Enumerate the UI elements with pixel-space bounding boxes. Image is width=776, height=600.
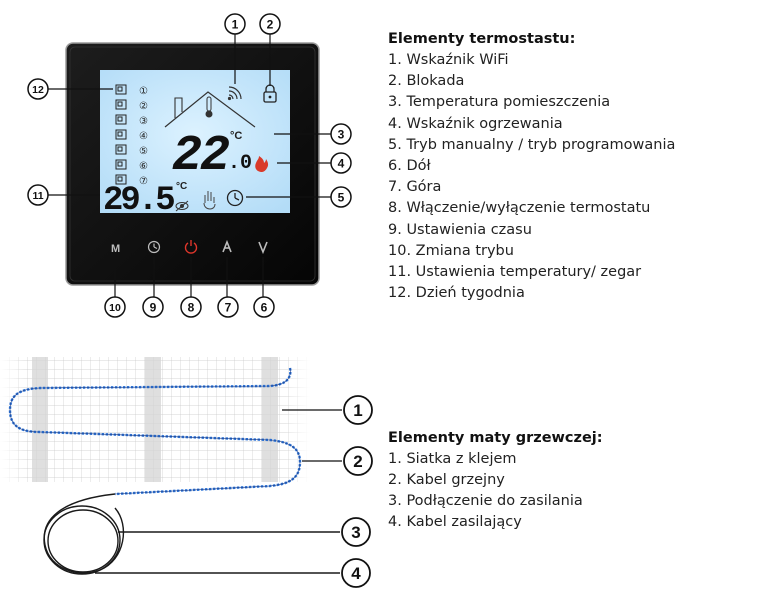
legend-item: 1. Siatka z klejem bbox=[388, 451, 517, 467]
day-numbers: ① ② ③ ④ ⑤ ⑥ ⑦ bbox=[139, 86, 148, 187]
callout-label: 3 bbox=[338, 128, 345, 142]
legend-item: 9. Ustawienia czasu bbox=[388, 221, 532, 238]
callout-label: 11 bbox=[32, 190, 43, 202]
day-number: ② bbox=[139, 101, 148, 112]
callout-label: 9 bbox=[150, 301, 157, 315]
day-number: ⑥ bbox=[139, 161, 148, 172]
legend-item: 6. Dół bbox=[388, 158, 431, 175]
callout-label: 12 bbox=[32, 84, 44, 96]
wifi-icon bbox=[227, 86, 242, 101]
callout-label: 10 bbox=[109, 302, 121, 314]
clock-program-icon bbox=[226, 189, 244, 207]
callout-label: 2 bbox=[267, 18, 274, 32]
down-button[interactable] bbox=[258, 241, 268, 255]
callout-label: 3 bbox=[351, 523, 360, 542]
callout-label: 7 bbox=[225, 301, 232, 315]
up-button[interactable] bbox=[222, 239, 232, 253]
callout-label: 8 bbox=[188, 301, 195, 315]
set-temperature-value: 29.5 bbox=[103, 182, 174, 220]
legend-item: 5. Tryb manualny / tryb programowania bbox=[388, 136, 676, 153]
day-number: ③ bbox=[139, 116, 148, 127]
callout-label: 4 bbox=[351, 564, 361, 583]
flame-icon bbox=[255, 156, 269, 172]
mat-legend-title: Elementy maty grzewczej: bbox=[388, 430, 603, 446]
mat-legend-list: 1. Siatka z klejem 2. Kabel grzejny 3. P… bbox=[388, 449, 603, 533]
legend-item: 12. Dzień tygodnia bbox=[388, 285, 525, 302]
thermostat-legend-title: Elementy termostastu: bbox=[388, 31, 576, 47]
day-number: ④ bbox=[139, 131, 148, 142]
callout-label: 4 bbox=[338, 157, 345, 171]
legend-item: 4. Wskaźnik ogrzewania bbox=[388, 115, 563, 132]
mat-legend: Elementy maty grzewczej: 1. Siatka z kle… bbox=[388, 430, 603, 533]
callout-label: 5 bbox=[338, 191, 345, 205]
room-temperature-decimal: .0 bbox=[228, 152, 252, 175]
day-number: ⑤ bbox=[139, 146, 148, 157]
callout-label: 1 bbox=[232, 18, 239, 32]
day-number: ① bbox=[139, 86, 148, 97]
mode-button[interactable]: M bbox=[111, 243, 120, 255]
mat-callouts: 1 2 3 4 bbox=[341, 395, 373, 588]
hand-manual-icon bbox=[203, 191, 216, 210]
thermostat-callouts: 1 2 3 4 5 6 7 8 9 10 11 12 bbox=[27, 13, 352, 318]
legend-item: 8. Włączenie/wyłączenie termostatu bbox=[388, 200, 651, 217]
time-settings-button[interactable] bbox=[147, 240, 161, 254]
day-of-week-column bbox=[115, 84, 127, 185]
callout-label: 1 bbox=[353, 401, 362, 420]
thermostat-legend-list: 1. Wskaźnik WiFi 2. Blokada 3. Temperatu… bbox=[388, 50, 675, 304]
eye-icon bbox=[175, 200, 189, 212]
legend-item: 10. Zmiana trybu bbox=[388, 242, 514, 259]
thermostat-legend: Elementy termostastu: 1. Wskaźnik WiFi 2… bbox=[388, 31, 675, 304]
callout-label: 2 bbox=[353, 452, 362, 471]
legend-item: 4. Kabel zasilający bbox=[388, 514, 522, 530]
room-temperature-unit: °C bbox=[230, 130, 242, 142]
day-number: ⑦ bbox=[139, 176, 148, 187]
callout-label: 6 bbox=[261, 301, 268, 315]
legend-item: 1. Wskaźnik WiFi bbox=[388, 52, 509, 68]
set-temperature-unit: °C bbox=[176, 181, 187, 192]
power-button[interactable] bbox=[184, 240, 198, 254]
thermometer-icon bbox=[205, 96, 213, 118]
legend-item: 2. Blokada bbox=[388, 73, 465, 90]
legend-item: 7. Góra bbox=[388, 179, 442, 196]
legend-item: 11. Ustawienia temperatury/ zegar bbox=[388, 264, 642, 281]
power-cable-coil bbox=[43, 493, 340, 575]
legend-item: 3. Temperatura pomieszczenia bbox=[388, 94, 611, 111]
legend-item: 3. Podłączenie do zasilania bbox=[388, 493, 583, 509]
lcd-screen bbox=[100, 70, 290, 213]
room-temperature-value: 22 bbox=[172, 128, 229, 185]
house-outline-icon bbox=[164, 91, 256, 128]
legend-item: 2. Kabel grzejny bbox=[388, 472, 505, 488]
